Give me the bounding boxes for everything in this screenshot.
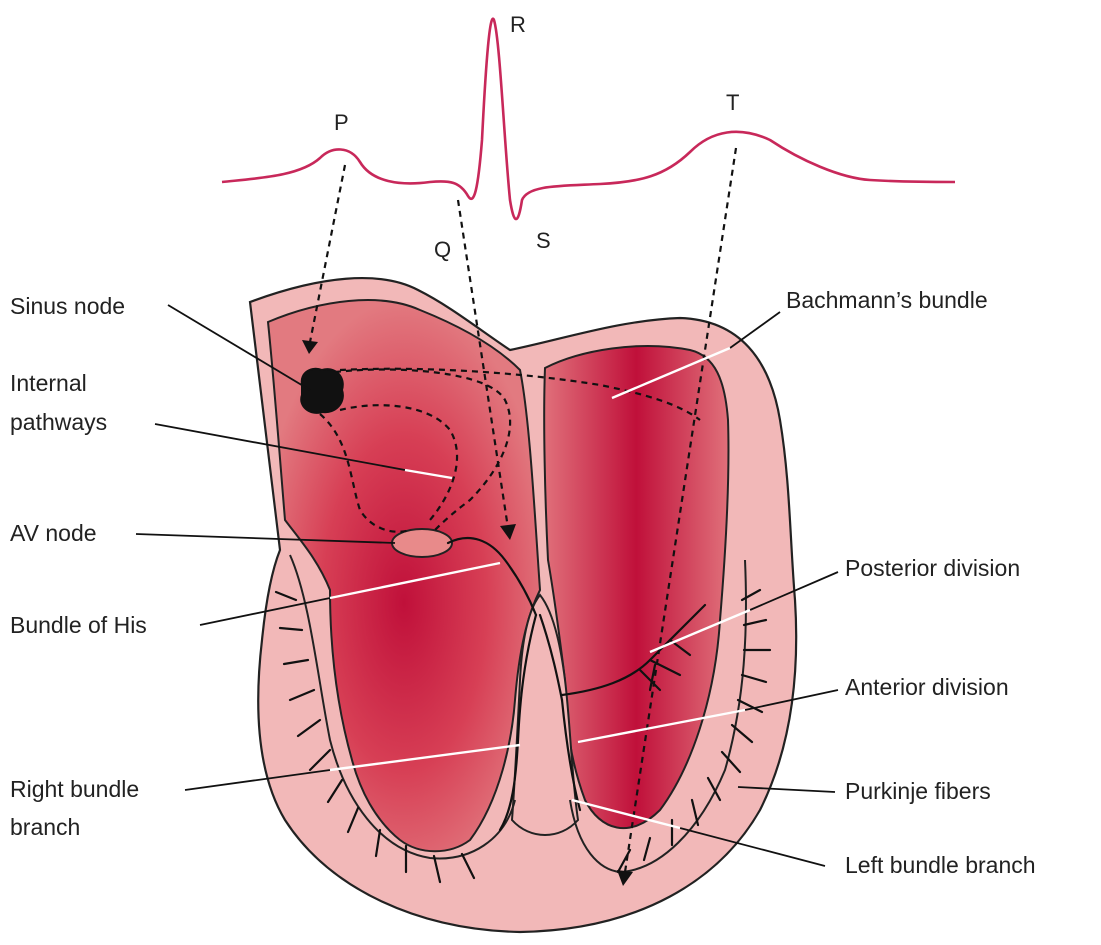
label-purkinje-fibers: Purkinje fibers <box>845 778 991 804</box>
label-right-bundle-line2: branch <box>10 814 80 840</box>
label-posterior-division: Posterior division <box>845 555 1020 581</box>
label-right-bundle-line1: Right bundle <box>10 776 139 802</box>
label-internal-pathways-line2: pathways <box>10 409 107 435</box>
label-left-bundle-branch: Left bundle branch <box>845 852 1036 878</box>
s-wave-label: S <box>536 228 551 253</box>
r-wave-label: R <box>510 12 526 37</box>
label-bundle-of-his: Bundle of His <box>10 612 147 638</box>
sinus-node <box>301 369 343 413</box>
label-av-node: AV node <box>10 520 97 546</box>
p-wave-label: P <box>334 110 349 135</box>
bachmann-leader <box>730 312 780 348</box>
label-sinus-node: Sinus node <box>10 293 125 319</box>
label-anterior-division: Anterior division <box>845 674 1009 700</box>
label-bachmanns-bundle: Bachmann’s bundle <box>786 287 988 313</box>
ecg-trace <box>222 19 955 219</box>
q-wave-label: Q <box>434 237 451 262</box>
label-internal-pathways-line1: Internal <box>10 370 87 396</box>
av-node <box>392 529 452 557</box>
t-wave-label: T <box>726 90 739 115</box>
